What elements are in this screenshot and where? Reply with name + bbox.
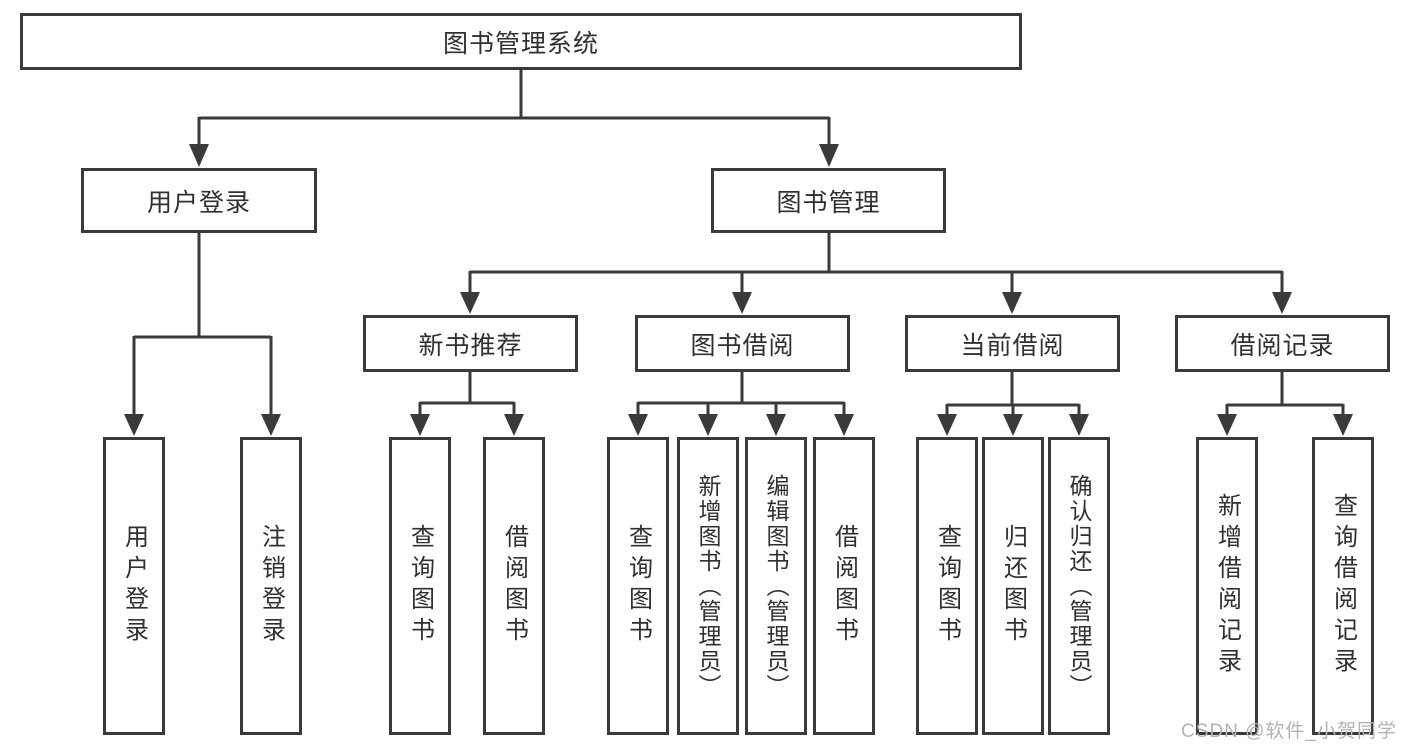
node-label: 图书管理 (776, 188, 881, 217)
node-label: 借阅图书 (500, 524, 528, 648)
node-library-management-system: 图书管理系统 (20, 13, 1022, 70)
leaf-borrow-books-recommend: 借阅图书 (483, 437, 545, 735)
node-label: 查询图书 (933, 524, 961, 648)
leaf-edit-books-admin: 编辑图书（管理员） (745, 437, 807, 735)
node-user-login: 用户登录 (81, 168, 317, 233)
leaf-query-borrow-record: 查询借阅记录 (1312, 437, 1374, 735)
leaf-add-books-admin: 新增图书（管理员） (677, 437, 739, 735)
leaf-return-books: 归还图书 (982, 437, 1044, 735)
node-label: 新书推荐 (418, 331, 523, 360)
node-label: 归还图书 (999, 524, 1027, 648)
node-label: 注销登录 (257, 524, 285, 648)
node-label: 编辑图书（管理员） (763, 473, 789, 699)
node-current-borrowing: 当前借阅 (905, 315, 1120, 372)
node-label: 用户登录 (120, 524, 148, 648)
node-new-book-recommendation: 新书推荐 (363, 315, 578, 372)
leaf-query-books-recommend: 查询图书 (389, 437, 451, 735)
node-label: 借阅记录 (1230, 331, 1335, 360)
leaf-logout: 注销登录 (240, 437, 302, 735)
arrowheads (124, 144, 1353, 436)
leaf-confirm-return-admin: 确认归还（管理员） (1048, 437, 1110, 735)
node-label: 图书管理系统 (442, 29, 599, 58)
node-label: 查询图书 (406, 524, 434, 648)
leaf-query-books-current: 查询图书 (916, 437, 978, 735)
node-label: 借阅图书 (830, 524, 858, 648)
node-label: 确认归还（管理员） (1066, 473, 1092, 699)
leaf-add-borrow-record: 新增借阅记录 (1196, 437, 1258, 735)
node-book-management: 图书管理 (711, 168, 946, 233)
leaf-borrow-books: 借阅图书 (813, 437, 875, 735)
node-label: 图书借阅 (690, 331, 795, 360)
leaf-query-books-borrow: 查询图书 (607, 437, 669, 735)
csdn-watermark: CSDN @软件_小贺同学 (1181, 721, 1397, 742)
node-label: 新增借阅记录 (1213, 493, 1241, 679)
node-borrowing-records: 借阅记录 (1175, 315, 1390, 372)
node-label: 查询图书 (624, 524, 652, 648)
node-label: 新增图书（管理员） (695, 473, 721, 699)
node-label: 查询借阅记录 (1329, 493, 1357, 679)
node-label: 当前借阅 (960, 331, 1065, 360)
node-book-borrowing: 图书借阅 (635, 315, 850, 372)
leaf-user-login: 用户登录 (103, 437, 165, 735)
node-label: 用户登录 (146, 188, 251, 217)
